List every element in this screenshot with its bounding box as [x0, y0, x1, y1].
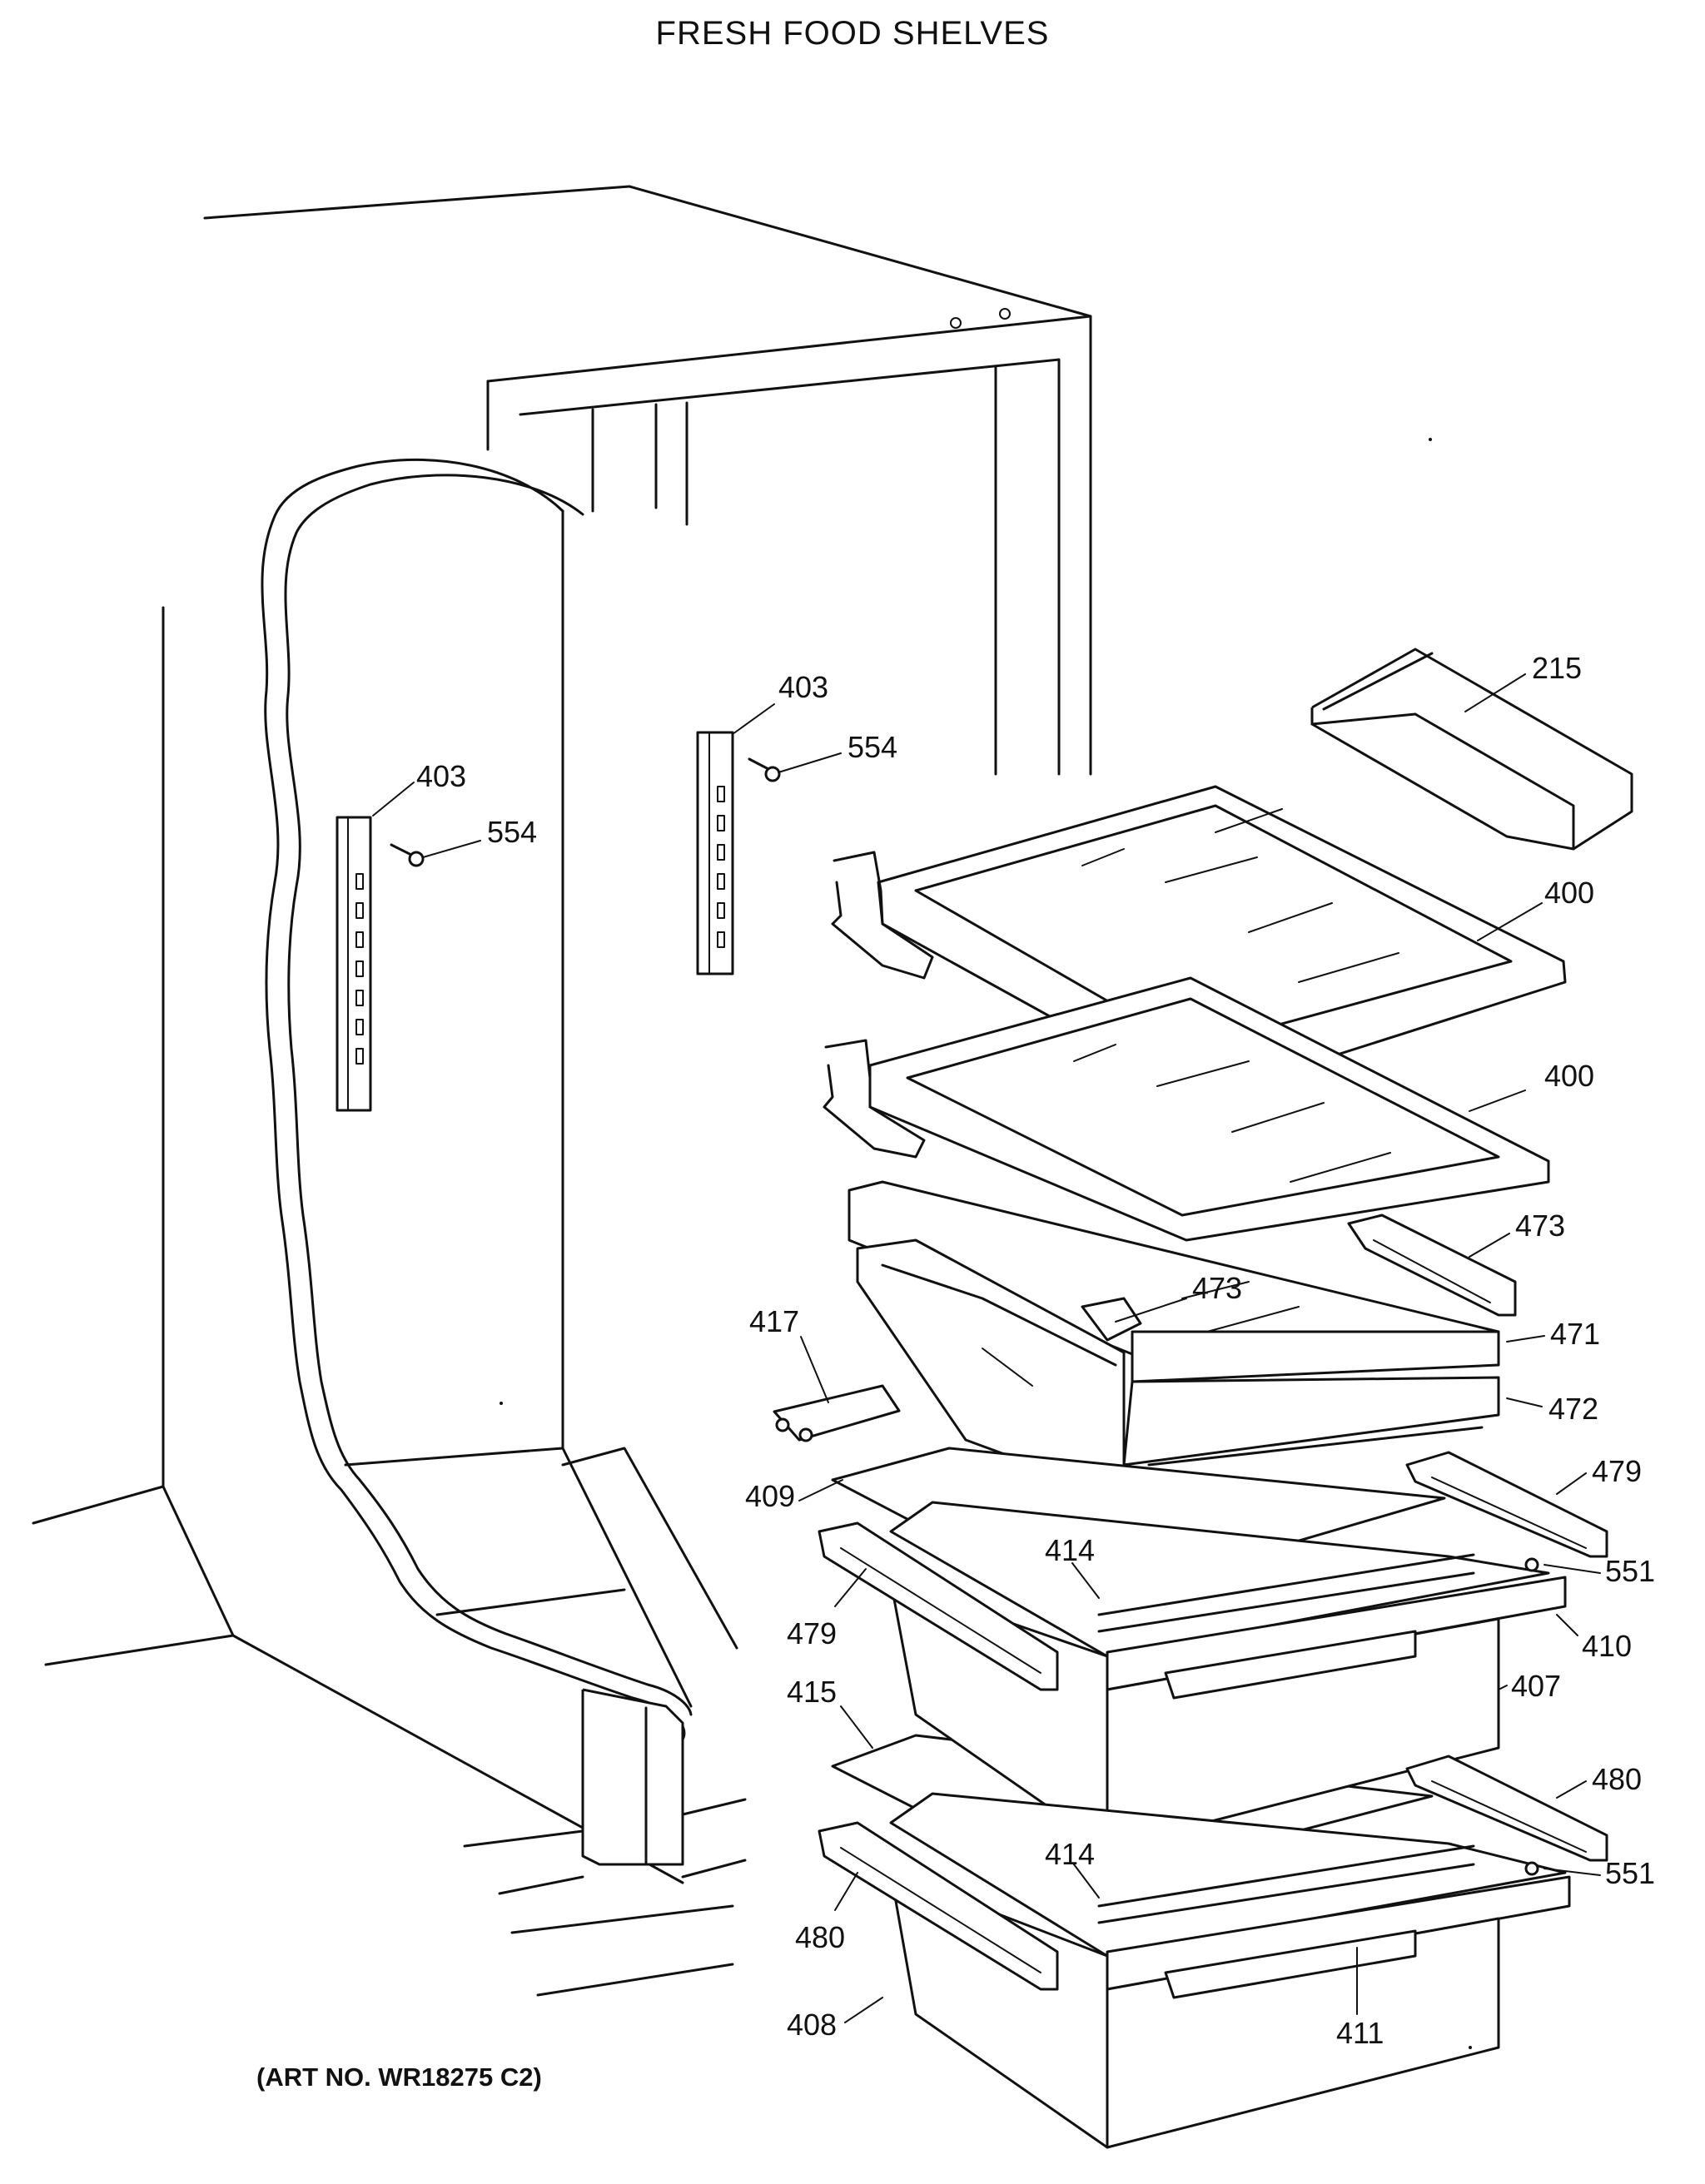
- callout-479: 479: [1592, 1454, 1642, 1488]
- callout-414: 414: [1045, 1837, 1095, 1871]
- callout-473: 473: [1515, 1209, 1565, 1243]
- stray-dot: [1429, 438, 1432, 441]
- slide-rail-480-left: [818, 1821, 1059, 1991]
- callout-551: 551: [1605, 1856, 1655, 1890]
- callout-473: 473: [1192, 1271, 1242, 1305]
- diagram-title: FRESH FOOD SHELVES: [655, 15, 1050, 52]
- shelf-ladder-left: [336, 816, 425, 1112]
- slide-rail-479-left: [818, 1521, 1059, 1691]
- crisper-drawer-lower: [889, 1792, 1571, 2149]
- callout-472: 472: [1548, 1392, 1598, 1426]
- callout-409: 409: [745, 1479, 795, 1513]
- callout-551: 551: [1605, 1554, 1655, 1588]
- callout-403: 403: [778, 670, 828, 704]
- callout-410: 410: [1582, 1629, 1632, 1663]
- callout-403: 403: [416, 759, 466, 793]
- callout-408: 408: [787, 2008, 837, 2042]
- callout-400: 400: [1544, 876, 1594, 910]
- callout-407: 407: [1511, 1669, 1561, 1703]
- callout-411: 411: [1336, 2016, 1384, 2050]
- callout-labels: 215 403 554 403 554 400 400 473 473 417 …: [416, 651, 1655, 2050]
- callout-215: 215: [1532, 651, 1582, 685]
- glass-shelf-upper: [831, 785, 1567, 1100]
- leader-lines: [372, 673, 1601, 2023]
- callout-400: 400: [1544, 1059, 1594, 1093]
- stray-dot: [1469, 2046, 1472, 2049]
- cabinet-outline: [32, 185, 1092, 1997]
- callout-554: 554: [848, 730, 897, 764]
- channel-417: [773, 1384, 901, 1442]
- callout-480: 480: [795, 1920, 845, 1954]
- slide-rail-479-right: [1405, 1451, 1608, 1572]
- callout-414: 414: [1045, 1533, 1095, 1567]
- shelf-ladder-right: [696, 731, 781, 975]
- callout-417: 417: [749, 1304, 799, 1338]
- callout-479: 479: [787, 1616, 837, 1650]
- pan-cover-assembly: [848, 1180, 1500, 1500]
- stray-dot: [500, 1402, 503, 1405]
- slide-rail-480-right: [1405, 1755, 1608, 1876]
- callout-554: 554: [487, 815, 537, 849]
- callout-480: 480: [1592, 1762, 1642, 1796]
- art-number: (ART NO. WR18275 C2): [256, 2062, 542, 2092]
- callout-471: 471: [1550, 1317, 1600, 1351]
- glass-shelf-lower: [823, 976, 1550, 1242]
- slide-rail-upper: [1347, 1214, 1517, 1317]
- callout-415: 415: [787, 1675, 837, 1709]
- storage-bin: [1310, 648, 1633, 851]
